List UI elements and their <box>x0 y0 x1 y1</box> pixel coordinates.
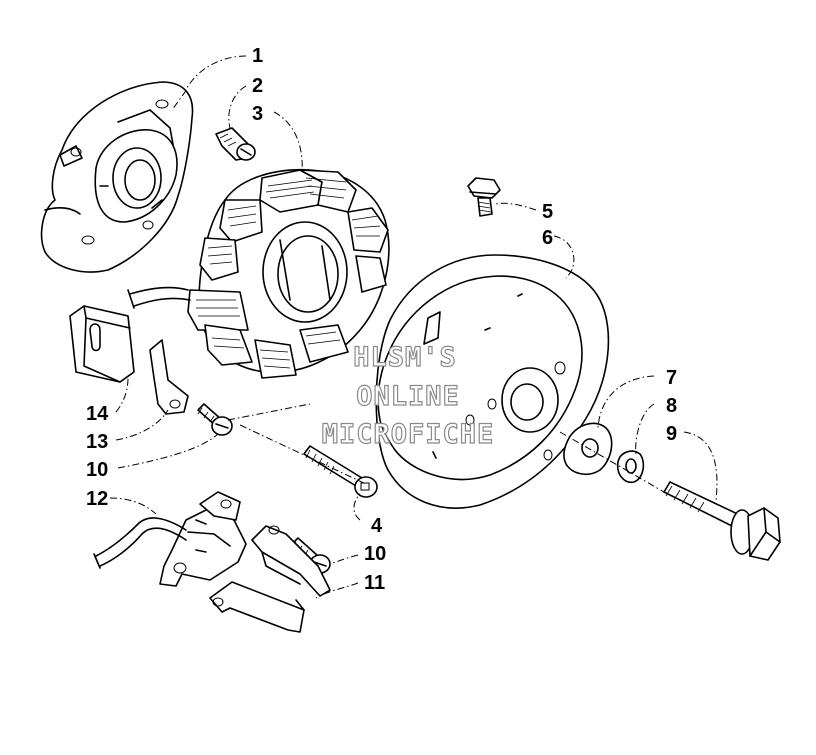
watermark-line-1: HLSM'S <box>353 342 457 373</box>
part-screw-2[interactable] <box>215 127 256 161</box>
part-stator-plate[interactable] <box>40 81 194 273</box>
part-clamp-13[interactable] <box>149 339 189 415</box>
watermark-line-2: ONLINE <box>356 381 460 412</box>
callout-4[interactable]: 4 <box>371 515 383 537</box>
part-bolt-5[interactable] <box>467 177 501 217</box>
callout-labels: 1 2 3 4 5 6 7 8 9 10 10 11 12 13 14 <box>86 45 677 594</box>
callout-2[interactable]: 2 <box>252 75 263 97</box>
part-flywheel[interactable] <box>375 254 610 509</box>
callout-1[interactable]: 1 <box>252 45 263 67</box>
callout-8[interactable]: 8 <box>666 395 677 417</box>
part-washer-7[interactable] <box>563 422 613 476</box>
callout-10-lower[interactable]: 10 <box>364 543 386 565</box>
callout-6[interactable]: 6 <box>542 227 553 249</box>
callout-12[interactable]: 12 <box>86 488 108 510</box>
callout-3[interactable]: 3 <box>252 103 263 125</box>
part-bracket-11[interactable] <box>209 525 331 633</box>
callout-13[interactable]: 13 <box>86 431 108 453</box>
part-screw-10-upper[interactable] <box>197 403 233 436</box>
callout-9[interactable]: 9 <box>666 423 677 445</box>
callout-7[interactable]: 7 <box>666 367 677 389</box>
callout-11[interactable]: 11 <box>364 572 385 594</box>
part-pickup-coil-12[interactable] <box>93 491 247 587</box>
part-flange-bolt-9[interactable] <box>663 481 781 561</box>
part-lock-washer-8[interactable] <box>616 450 645 484</box>
callout-14[interactable]: 14 <box>86 403 109 425</box>
callout-5[interactable]: 5 <box>542 201 553 223</box>
leader-lines <box>109 55 718 599</box>
watermark-line-3: MICROFICHE <box>322 419 495 450</box>
watermark: HLSM'S ONLINE MICROFICHE <box>321 341 495 450</box>
part-stator-core[interactable] <box>127 168 390 379</box>
part-bolt-4[interactable] <box>303 445 378 498</box>
callout-10-upper[interactable]: 10 <box>86 459 108 481</box>
part-grommet-14[interactable] <box>69 305 135 383</box>
